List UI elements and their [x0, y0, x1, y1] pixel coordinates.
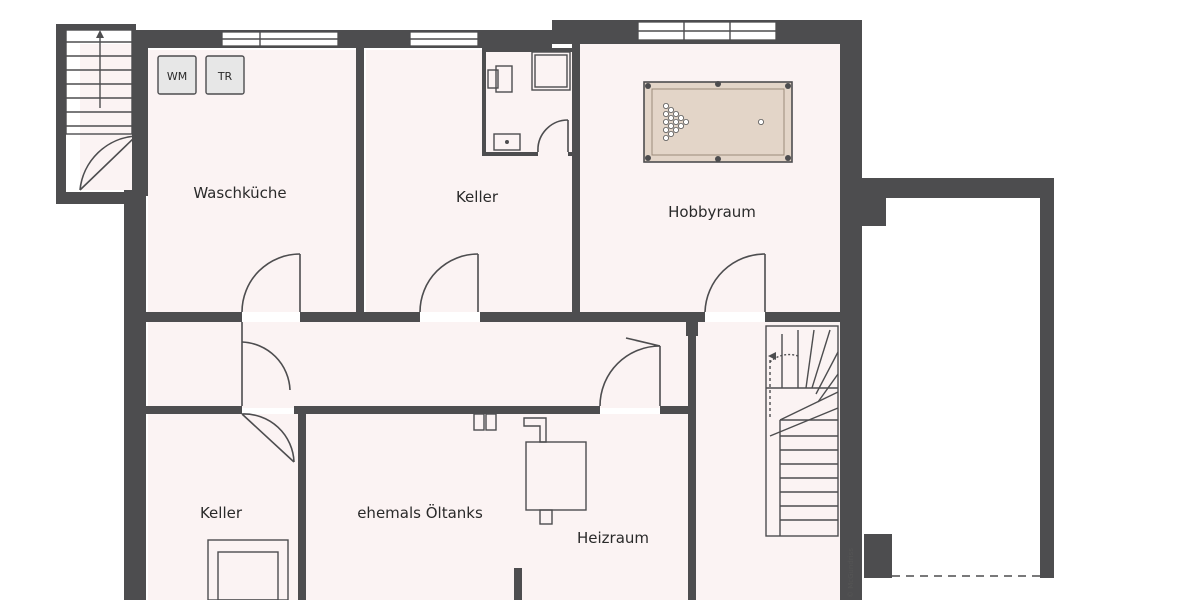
dryer: [205, 55, 245, 95]
room-label-former-oil-tanks: ehemals Öltanks: [357, 503, 483, 522]
exterior-stairs: [65, 29, 133, 135]
washing-machine: [157, 55, 197, 95]
billiard-table: [643, 81, 793, 163]
room-label-cellar-bottom: Keller: [200, 504, 243, 522]
room-label-cellar-top: Keller: [456, 188, 499, 206]
boiler: [473, 413, 587, 525]
interior-stairs: [765, 325, 839, 537]
credit-text: © McGundriss: [847, 548, 855, 598]
bathroom-fixtures: [487, 51, 571, 151]
room-label-boiler-room: Heizraum: [577, 529, 649, 547]
room-label-hobby: Hobbyraum: [668, 203, 756, 221]
room-labels: Waschküche Keller Hobbyraum Keller ehema…: [193, 184, 756, 547]
doors: [79, 119, 766, 463]
washing-machine-label: WM: [167, 70, 187, 83]
laundry-appliances: WM TR: [157, 55, 245, 95]
cellar-fixture: [207, 539, 289, 600]
dryer-label: TR: [217, 70, 233, 83]
room-label-laundry: Waschküche: [193, 184, 286, 202]
windows: [221, 21, 777, 47]
